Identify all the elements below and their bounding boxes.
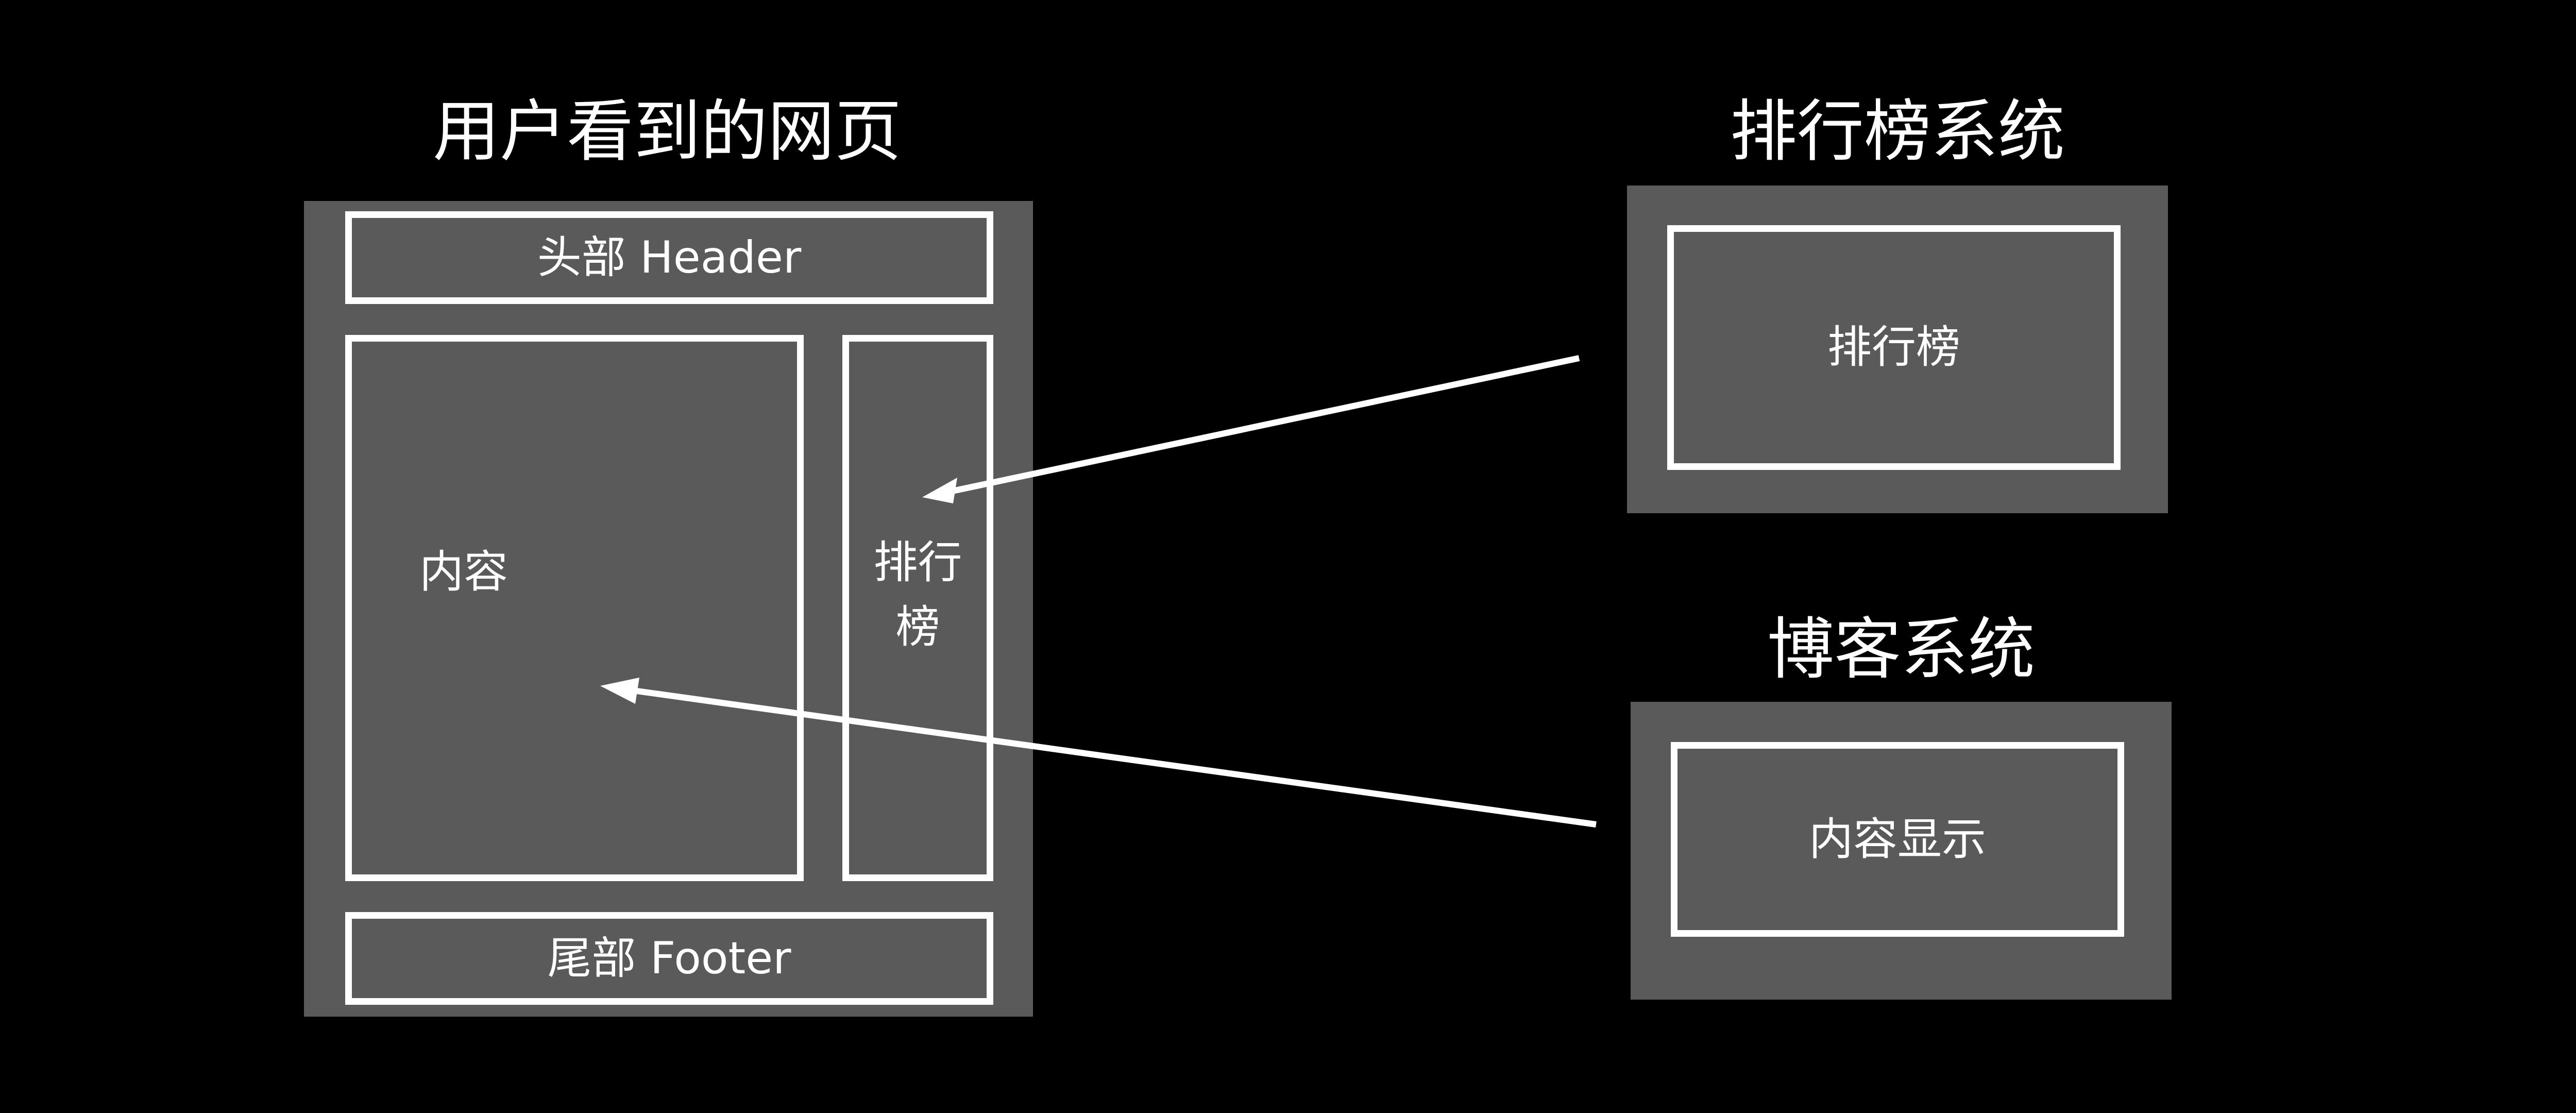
content-box: 内容	[345, 335, 804, 881]
sidebar-ranking-label: 排行榜	[873, 537, 962, 653]
header-label: 头部 Header	[537, 231, 802, 283]
footer-label: 尾部 Footer	[547, 932, 791, 984]
ranking-box-label: 排行榜	[1827, 322, 1960, 374]
content-display-label: 内容显示	[1809, 813, 1986, 865]
ranking-system-title: 排行榜系统	[1730, 92, 2065, 171]
ranking-box: 排行榜	[1667, 225, 2121, 470]
content-display-box: 内容显示	[1671, 742, 2124, 937]
webpage-title: 用户看到的网页	[432, 92, 902, 171]
blog-system-title: 博客系统	[1767, 610, 2035, 688]
header-box: 头部 Header	[345, 211, 993, 304]
sidebar-ranking-box: 排行榜	[842, 335, 993, 881]
footer-box: 尾部 Footer	[345, 912, 993, 1005]
content-label: 内容	[419, 546, 508, 598]
